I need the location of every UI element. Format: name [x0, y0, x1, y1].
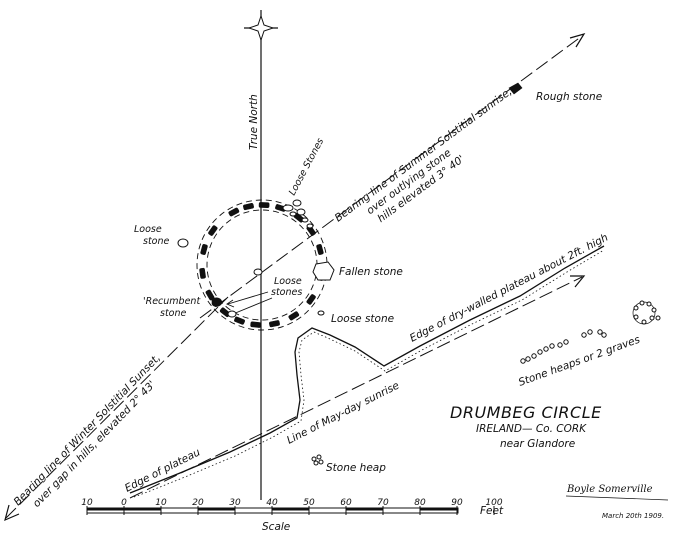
arrow-head-icon	[226, 299, 235, 308]
scale-tick-label: 10	[81, 498, 93, 508]
edge-plateau-label: Edge of plateau	[123, 446, 203, 494]
standing-stone	[200, 244, 208, 255]
scale-tick-label: 10	[155, 498, 167, 508]
arrow-head-icon	[4, 504, 20, 522]
compass-star-icon	[247, 14, 275, 42]
standing-stone	[208, 225, 218, 236]
mayday-line	[129, 275, 586, 499]
summer-bearing-line	[199, 32, 586, 319]
arrow-head-icon	[569, 32, 586, 48]
plateau-edge-label: Edge of dry-walled plateau about 2ft. hi…	[408, 232, 610, 345]
stone-heaps	[520, 300, 661, 364]
recumbent-label-1: 'Recumbent	[143, 296, 201, 307]
loose-stone-left-label-1: Loose	[134, 224, 162, 235]
summer-line-1: Bearing line of Summer Solstitial sunris…	[333, 86, 515, 225]
scale-tick-label: 50	[303, 498, 315, 508]
true-north-label: True North	[248, 94, 260, 150]
loose-stones-top-label: Loose Stones	[287, 136, 326, 197]
recumbent-stone	[211, 297, 223, 307]
loose-stones-center-label-2: stones	[271, 287, 302, 298]
loose-stone-inner	[227, 310, 237, 318]
recumbent-label-2: stone	[160, 308, 187, 319]
scale-unit: Feet	[480, 505, 504, 517]
standing-stone	[306, 294, 316, 305]
loose-stones-cluster	[282, 199, 314, 229]
pointer-arrows	[226, 291, 273, 315]
scale-tick-label: 40	[266, 498, 278, 508]
scale-tick-label: 20	[192, 498, 204, 508]
standing-stone	[269, 320, 280, 328]
standing-stone	[228, 207, 240, 217]
scale-tick-label: 70	[377, 498, 389, 508]
scale-label: Scale	[262, 521, 290, 533]
arrow-head-icon	[570, 275, 586, 288]
scale-tick-label: 80	[414, 498, 426, 508]
center-stone	[253, 268, 263, 276]
standing-stone	[288, 311, 300, 321]
winter-bearing-text: Bearing line of Winter Solstitial Sunset…	[12, 352, 163, 510]
diagram-title: DRUMBEG CIRCLE	[450, 403, 602, 422]
diagram-subtitle-1: IRELAND— Co. CORK	[476, 423, 587, 435]
summer-bearing-text: Bearing line of Summer Solstitial sunris…	[333, 86, 515, 225]
scale-tick-label: 100	[485, 498, 502, 508]
standing-stone	[199, 267, 206, 279]
standing-stone	[250, 321, 262, 328]
stone-heaps-label: Stone heaps or 2 graves	[517, 333, 642, 388]
date: March 20th 1909.	[602, 512, 664, 520]
standing-stone	[234, 316, 245, 325]
winter-line-2: over gap in hills, elevated 2° 43'	[31, 379, 158, 510]
loose-stone-left	[177, 238, 189, 248]
standing-stone	[258, 202, 270, 208]
rough-stone-label: Rough stone	[536, 91, 602, 103]
loose-stone-right-label: Loose stone	[331, 313, 394, 325]
winter-bearing-line	[4, 296, 229, 522]
loose-stones-center-label-1: Loose	[274, 276, 302, 287]
stone-heap-label: Stone heap	[326, 462, 386, 474]
true-north-marker	[244, 10, 278, 500]
scale-tick-label: 0	[121, 498, 127, 508]
scale-tick-label: 30	[229, 498, 241, 508]
standing-stone	[243, 202, 254, 211]
scale-tick-label: 90	[451, 498, 463, 508]
stone-heap	[311, 454, 324, 466]
plateau-edge	[129, 245, 605, 498]
scale-tick-label: 60	[340, 498, 352, 508]
fallen-stone-label: Fallen stone	[339, 266, 403, 278]
mayday-label: Line of May-day sunrise	[285, 380, 401, 447]
signature: Boyle Somerville	[566, 484, 653, 495]
fallen-stone	[312, 261, 335, 281]
diagram-subtitle-2: near Glandore	[500, 438, 575, 450]
standing-stone	[316, 244, 324, 255]
rough-stone	[508, 82, 523, 95]
loose-stone-right	[317, 310, 325, 316]
loose-stone-left-label-2: stone	[143, 236, 170, 247]
